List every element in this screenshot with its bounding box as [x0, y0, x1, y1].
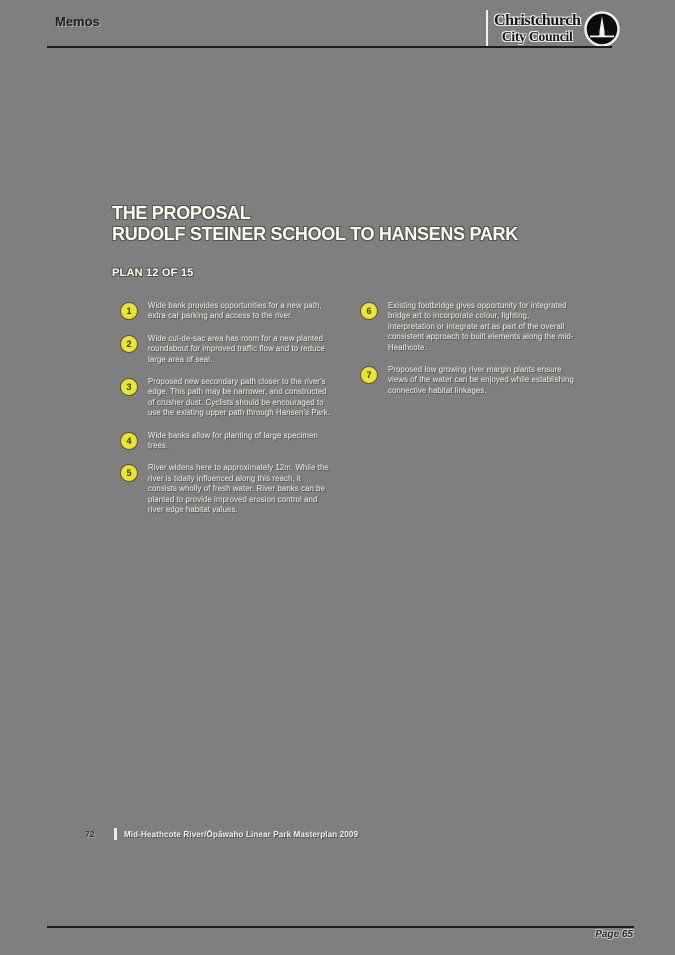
note-text: Wide cul-de-sac area has room for a new … — [148, 333, 325, 364]
header-rule — [47, 46, 612, 48]
note-text: River widens here to approximately 12m. … — [148, 463, 329, 515]
memo-page-label: Page 65 — [595, 929, 633, 940]
note-number: 7 — [366, 370, 372, 381]
note-number: 5 — [126, 468, 132, 479]
note-item-2: 2 Wide cul-de-sac area has room for a ne… — [120, 334, 332, 365]
logo-divider — [486, 9, 488, 48]
notes-column-right: 6 Existing footbridge gives opportunity … — [360, 301, 574, 408]
council-logo: Christchurch City Council — [486, 9, 621, 48]
note-number: 4 — [126, 435, 132, 446]
note-number-badge: 4 — [120, 431, 138, 450]
document-title: Mid-Heathcote River/Ōpāwaho Linear Park … — [123, 829, 359, 839]
note-number: 6 — [366, 306, 372, 316]
document-page-number: 72 — [85, 829, 95, 839]
note-item-4: 4 Wide banks allow for planting of large… — [120, 431, 332, 452]
title-block: THE PROPOSAL RUDOLF STEINER SCHOOL TO HA… — [112, 203, 518, 279]
note-number-badge: 2 — [120, 334, 138, 353]
logo-text-christchurch: Christchurch — [494, 12, 581, 30]
note-text: Wide bank provides opportunities for a n… — [148, 301, 322, 321]
note-number-badge: 5 — [120, 464, 138, 483]
note-number-badge: 1 — [120, 302, 138, 320]
note-text: Existing footbridge gives opportunity fo… — [388, 301, 574, 352]
memos-heading: Memos — [55, 14, 100, 29]
note-text: Wide banks allow for planting of large s… — [148, 430, 318, 451]
bottom-rule — [47, 926, 634, 928]
notes-column-left: 1 Wide bank provides opportunities for a… — [120, 301, 332, 528]
council-emblem-icon — [584, 10, 621, 47]
logo-wordmark: Christchurch City Council — [494, 12, 581, 45]
document-footer: 72 Mid-Heathcote River/Ōpāwaho Linear Pa… — [85, 828, 358, 840]
note-item-1: 1 Wide bank provides opportunities for a… — [120, 301, 332, 322]
page-title-line1: THE PROPOSAL — [112, 203, 251, 223]
note-item-3: 3 Proposed new secondary path closer to … — [120, 377, 332, 419]
plan-label: PLAN 12 OF 15 — [112, 267, 194, 279]
note-number-badge: 7 — [360, 366, 378, 385]
note-item-7: 7 Proposed low growing river margin plan… — [360, 365, 574, 396]
logo-text-city-council: City Council — [501, 29, 573, 45]
note-text: Proposed low growing river margin plants… — [388, 365, 574, 395]
note-number: 3 — [126, 382, 132, 393]
note-number: 2 — [126, 338, 132, 349]
note-item-6: 6 Existing footbridge gives opportunity … — [360, 301, 574, 353]
note-item-5: 5 River widens here to approximately 12m… — [120, 463, 332, 515]
note-text: Proposed new secondary path closer to th… — [148, 377, 331, 418]
footer-divider — [114, 828, 117, 840]
note-number-badge: 6 — [360, 302, 378, 320]
note-number: 1 — [126, 306, 132, 316]
page-title-line2: RUDOLF STEINER SCHOOL TO HANSENS PARK — [112, 224, 518, 244]
note-number-badge: 3 — [120, 378, 138, 397]
